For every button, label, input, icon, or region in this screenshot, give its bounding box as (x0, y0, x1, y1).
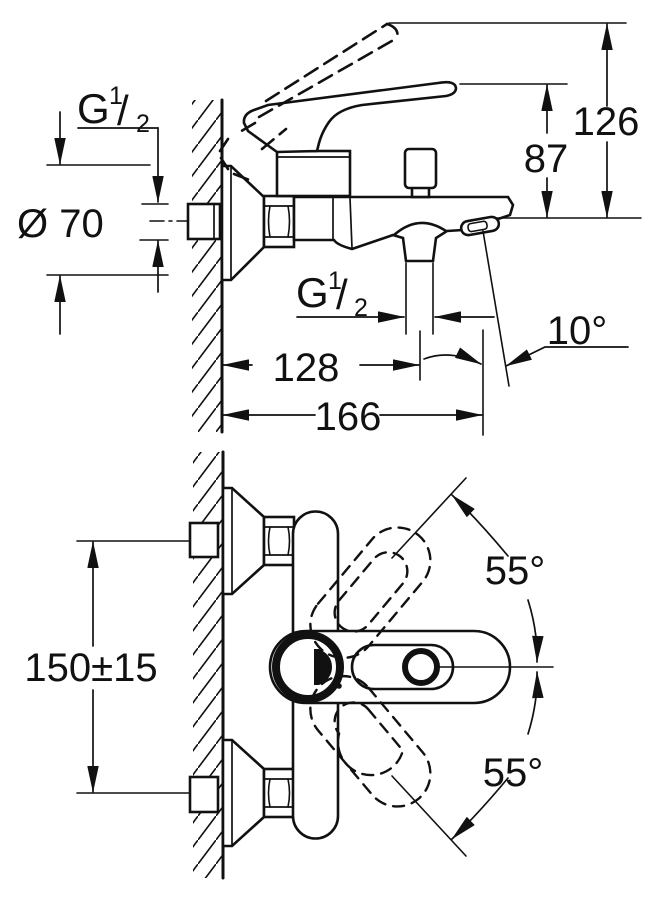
outlet-thread-label-denominator: 2 (354, 294, 368, 322)
dimension-lines-side (54, 23, 629, 421)
wall-pipe-stub-bottom (188, 775, 220, 814)
s-union-top (188, 486, 296, 596)
faucet-body (292, 195, 515, 263)
wall-hatching (192, 98, 224, 434)
cartridge-housing (275, 149, 352, 198)
lever-handle (242, 80, 458, 154)
wall-to-spout-tip-label: 166 (315, 395, 382, 439)
dimension-lines-front (87, 494, 544, 840)
spout-angle-label: 10° (547, 309, 608, 353)
outlet-boss (392, 221, 448, 237)
handle-pivot-cap (272, 631, 344, 703)
lever-handle-raised-dashed (218, 22, 399, 183)
dim-55up-arc-outer (451, 494, 509, 557)
temp-dot-bottom (336, 683, 342, 689)
diverter-knob (403, 147, 438, 199)
wall-to-outlet-label: 128 (273, 346, 340, 390)
dim-55down-arc-inner (527, 671, 544, 735)
escutcheon-diameter-label: Ø 70 (17, 202, 104, 246)
s-union (220, 164, 296, 282)
side-view: G 1 / 2 Ø 70 126 87 G 1 / 2 128 166 10° (17, 22, 642, 439)
dim-10deg-leader (505, 346, 629, 367)
dim-55down-arc-outer (451, 777, 509, 840)
wall-pipe-stub-top (188, 521, 220, 559)
outlet-thread-label-prefix: G (296, 269, 329, 316)
outlet-thread-label-numerator: 1 (328, 267, 342, 295)
handle-height-label: 87 (524, 137, 569, 181)
spout-angle-line (482, 230, 510, 387)
wall-thread-label-slash: / (117, 87, 129, 134)
dim-wall-thread-leader (77, 127, 164, 203)
aerator (459, 215, 501, 237)
wall-thread-label-denominator: 2 (136, 110, 150, 138)
brand-badge (314, 649, 332, 685)
handle-swing-down-dashed (309, 674, 432, 808)
handle-swing-up-dashed (309, 526, 432, 660)
labels-front: 150±15 55° 55° (24, 549, 545, 795)
front-view: 150±15 55° 55° (24, 450, 554, 880)
dim-55up-arc-inner (527, 599, 544, 663)
handle-front (268, 629, 512, 705)
extension-lines-side (46, 22, 642, 436)
swing-down-ref-line (391, 775, 467, 857)
extension-lines-front (76, 477, 554, 857)
wall-thread-label-numerator: 1 (109, 82, 123, 110)
wall-thread-label-prefix: G (77, 85, 110, 132)
outlet-thread-label-slash: / (336, 271, 348, 318)
swing-up-ref-line (391, 477, 467, 559)
wall-pipe-stub (186, 202, 222, 241)
labels-side: G 1 / 2 Ø 70 126 87 G 1 / 2 128 166 10° (17, 82, 639, 439)
s-union-bottom (188, 738, 296, 848)
total-height-label: 126 (573, 100, 640, 144)
wall-hatching-front (193, 450, 225, 880)
handle-swing-lower-label: 55° (483, 751, 544, 795)
handle-swing-upper-label: 55° (485, 549, 546, 593)
temp-dot-top (333, 646, 339, 652)
union-spacing-label: 150±15 (24, 646, 157, 690)
